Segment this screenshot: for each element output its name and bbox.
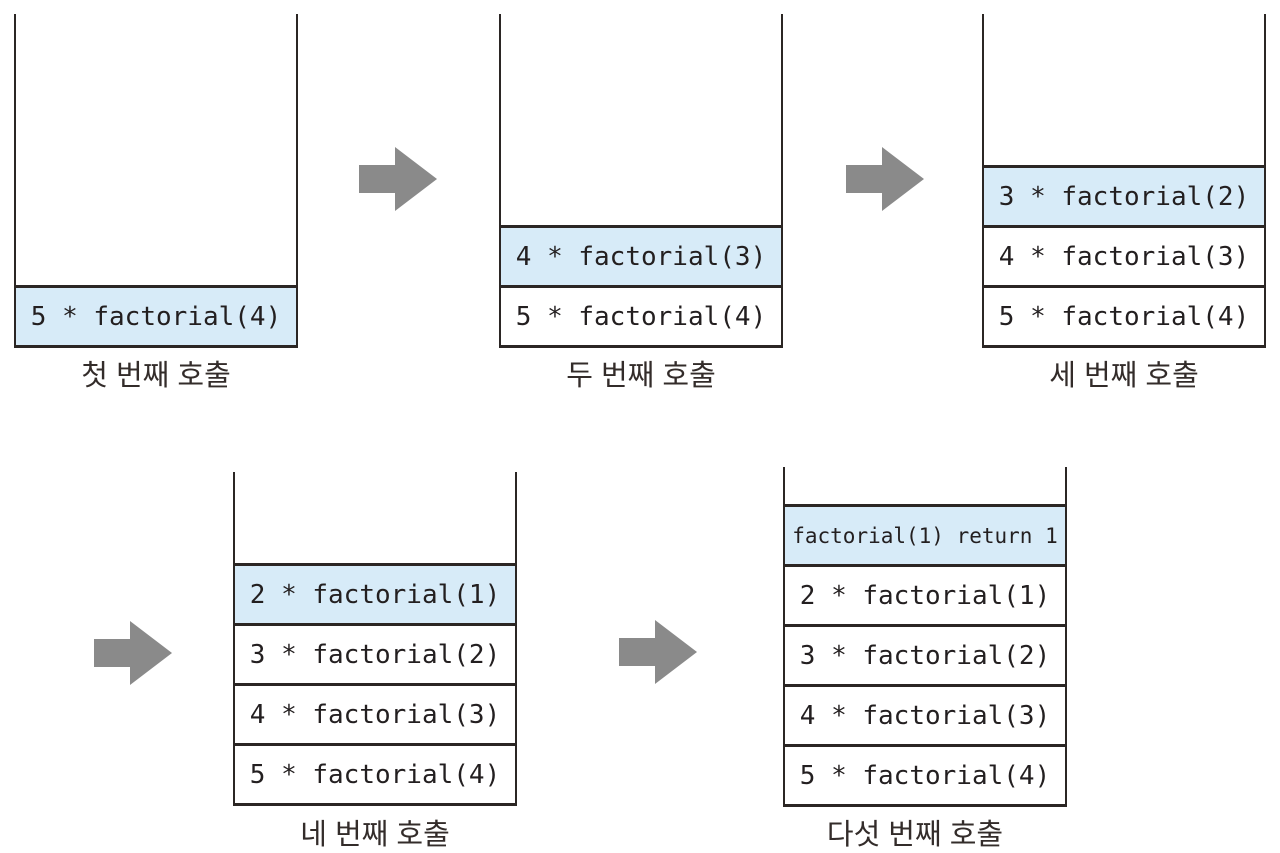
call-stack-3: 3 * factorial(2) 4 * factorial(3) 5 * fa… <box>982 14 1266 348</box>
right-arrow-icon <box>359 147 437 211</box>
stack-frame: 4 * factorial(3) <box>235 683 515 743</box>
stack-frame-code: factorial(1) return 1 <box>792 523 1058 548</box>
stack-caption-4: 네 번째 호출 <box>300 819 450 851</box>
stack-frame-code: 3 * factorial(2) <box>799 640 1051 671</box>
stack-caption-1: 첫 번째 호출 <box>81 360 231 392</box>
stack-frame-code: 5 * factorial(4) <box>799 760 1051 791</box>
stack-frame: factorial(1) return 1 <box>785 504 1065 564</box>
stack-caption-2: 두 번째 호출 <box>566 360 716 392</box>
stack-frame: 4 * factorial(3) <box>501 225 781 285</box>
stack-frame: 5 * factorial(4) <box>785 744 1065 804</box>
stack-frame-code: 3 * factorial(2) <box>998 181 1250 212</box>
right-arrow-icon <box>619 620 697 684</box>
right-arrow-icon <box>94 621 172 685</box>
stack-frame: 3 * factorial(2) <box>984 165 1264 225</box>
stack-frame: 5 * factorial(4) <box>984 285 1264 345</box>
right-arrow-shape <box>619 620 697 684</box>
right-arrow-shape <box>846 147 924 211</box>
stack-frame: 5 * factorial(4) <box>16 285 296 345</box>
call-stack-1: 5 * factorial(4) <box>14 14 298 348</box>
stack-frame-code: 5 * factorial(4) <box>249 759 501 790</box>
stack-frame-code: 4 * factorial(3) <box>249 699 501 730</box>
call-stack-5: factorial(1) return 1 2 * factorial(1) 3… <box>783 467 1067 807</box>
stack-frame-code: 4 * factorial(3) <box>998 241 1250 272</box>
stack-frame-code: 4 * factorial(3) <box>799 700 1051 731</box>
stack-caption-5: 다섯 번째 호출 <box>826 819 1004 851</box>
stack-caption-3: 세 번째 호출 <box>1049 360 1199 392</box>
stack-frame: 5 * factorial(4) <box>235 743 515 803</box>
stack-frame: 2 * factorial(1) <box>785 564 1065 624</box>
call-stack-4: 2 * factorial(1) 3 * factorial(2) 4 * fa… <box>233 472 517 806</box>
stack-frame: 3 * factorial(2) <box>785 624 1065 684</box>
right-arrow-shape <box>94 621 172 685</box>
stack-frame-code: 2 * factorial(1) <box>799 580 1051 611</box>
stack-frame: 3 * factorial(2) <box>235 623 515 683</box>
stack-frame-code: 3 * factorial(2) <box>249 639 501 670</box>
stack-frame-code: 4 * factorial(3) <box>515 241 767 272</box>
stack-frame: 4 * factorial(3) <box>984 225 1264 285</box>
stack-frame: 2 * factorial(1) <box>235 563 515 623</box>
stack-frame-code: 5 * factorial(4) <box>998 301 1250 332</box>
stack-frame: 5 * factorial(4) <box>501 285 781 345</box>
stack-frame-code: 5 * factorial(4) <box>515 301 767 332</box>
stack-frame-code: 2 * factorial(1) <box>249 579 501 610</box>
stack-frame-code: 5 * factorial(4) <box>30 301 282 332</box>
right-arrow-shape <box>359 147 437 211</box>
call-stack-2: 4 * factorial(3) 5 * factorial(4) <box>499 14 783 348</box>
right-arrow-icon <box>846 147 924 211</box>
stack-frame: 4 * factorial(3) <box>785 684 1065 744</box>
